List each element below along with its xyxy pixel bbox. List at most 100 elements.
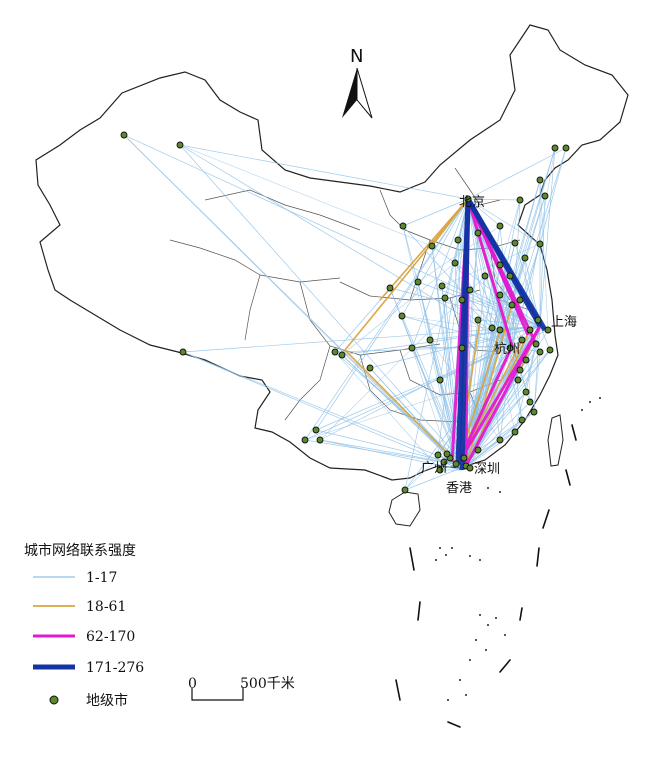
network-line-weak (539, 325, 551, 351)
network-line-weak (461, 431, 516, 471)
city-label-shanghai: 上海 (551, 315, 577, 330)
network-line-weak (304, 345, 513, 441)
north-label: N (350, 46, 363, 67)
city-point (176, 141, 184, 149)
city-point (474, 229, 482, 237)
city-point (562, 144, 570, 152)
network-line-weak (401, 315, 501, 331)
city-point (440, 458, 448, 466)
city-label-hongkong: 香港 (446, 481, 472, 496)
network-line-weak (123, 134, 541, 327)
network-line-weak (465, 419, 523, 467)
network-line-mid (379, 198, 469, 301)
network-line-weak (369, 325, 541, 369)
city-point (452, 460, 460, 468)
prefecture-city-points (120, 131, 570, 494)
city-point (120, 131, 128, 139)
network-line-weak (179, 144, 433, 247)
city-point (474, 446, 482, 454)
network-line-weak (539, 147, 556, 327)
city-point (521, 254, 529, 262)
legend-point-label: 地级市 (86, 692, 128, 709)
city-point (536, 176, 544, 184)
city-point (443, 450, 451, 458)
city-point (536, 240, 544, 248)
city-point (466, 464, 474, 472)
city-point (506, 272, 514, 280)
city-point (466, 286, 474, 294)
city-point (331, 348, 339, 356)
network-line-weak (441, 243, 541, 287)
network-line-weak (341, 354, 463, 471)
network-line-weak (123, 134, 463, 471)
city-point (386, 284, 394, 292)
city-point (496, 436, 504, 444)
network-line-weak (477, 319, 541, 327)
network-line-mid (344, 198, 469, 351)
city-point (541, 192, 549, 200)
network-line-weak (304, 439, 467, 467)
city-point (338, 351, 346, 359)
legend-title: 城市网络联系强度 (24, 542, 136, 559)
legend-label-62-170: 62-170 (86, 629, 135, 645)
network-line-weak (182, 351, 463, 471)
city-label-shenzhen: 深圳 (474, 462, 500, 477)
city-point (441, 294, 449, 302)
city-point (516, 366, 524, 374)
city-point (496, 222, 504, 230)
city-point (458, 296, 466, 304)
city-point (481, 272, 489, 280)
north-arrow: N (342, 46, 373, 119)
network-line-weak (402, 225, 457, 465)
legend-point-symbol (49, 695, 59, 705)
city-point (516, 196, 524, 204)
city-point (534, 316, 542, 324)
city-point (398, 312, 406, 320)
network-line-strong (456, 345, 514, 465)
network-line-weak (179, 144, 513, 347)
city-point (460, 454, 468, 462)
city-point (551, 144, 559, 152)
city-point (414, 278, 422, 286)
city-point (179, 348, 187, 356)
city-point (399, 222, 407, 230)
network-line-weak (319, 439, 463, 471)
city-point (508, 301, 516, 309)
city-point (312, 426, 320, 434)
city-point (526, 398, 534, 406)
network-line-mid (431, 198, 469, 247)
network-line-weak (511, 329, 549, 347)
network-line-weak (467, 147, 567, 200)
city-point (366, 364, 374, 372)
network-line-weak (467, 198, 541, 245)
network-line-strong (466, 198, 514, 347)
china-outline (35, 24, 629, 481)
legend: 城市网络联系强度 1-17 18-61 62-170 171-276 地级市 (24, 542, 144, 709)
city-point (436, 376, 444, 384)
legend-label-1-17: 1-17 (86, 570, 117, 586)
city-point (496, 291, 504, 299)
city-point (532, 340, 540, 348)
city-point (506, 344, 514, 352)
city-point (496, 326, 504, 334)
network-line-weak (315, 345, 513, 431)
network-line-weak (411, 347, 448, 455)
city-point (518, 336, 526, 344)
network-line-weak (437, 345, 513, 456)
network-line-mid (344, 349, 459, 465)
city-label-guangzhou: 广州 (421, 461, 447, 476)
city-label-beijing: 北京 (459, 195, 485, 210)
city-point (536, 348, 544, 356)
network-line-top (459, 198, 471, 471)
network-line-weak (182, 351, 459, 465)
city-point (530, 408, 538, 416)
legend-label-171-276: 171-276 (86, 660, 144, 676)
network-line-weak (179, 144, 467, 467)
city-point (522, 356, 530, 364)
city-point (496, 261, 504, 269)
network-line-weak (304, 198, 469, 441)
network-line-weak (179, 144, 469, 200)
legend-label-18-61: 18-61 (86, 599, 126, 615)
city-point (426, 336, 434, 344)
